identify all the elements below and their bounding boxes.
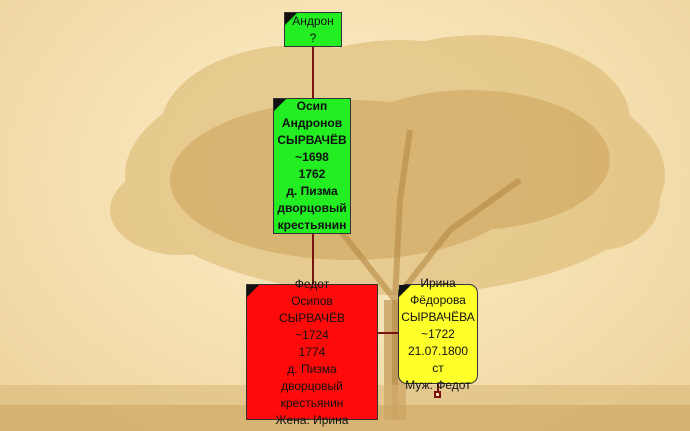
- person-line: Федот: [249, 276, 375, 293]
- card-corner-marker: [399, 285, 411, 297]
- person-line: Муж: Федот: [401, 377, 475, 394]
- card-corner-marker: [285, 13, 297, 25]
- person-line: Фёдорова: [401, 292, 475, 309]
- person-line: ~1722: [401, 326, 475, 343]
- person-line: ~1724: [249, 327, 375, 344]
- person-line: крестьянин: [276, 217, 348, 234]
- person-line: ?: [287, 30, 339, 47]
- person-line: д. Пизма: [276, 183, 348, 200]
- person-line: Ирина: [401, 275, 475, 292]
- person-card-osip[interactable]: Осип Андронов СЫРВАЧЁВ ~1698 1762 д. Пиз…: [273, 98, 351, 234]
- connector-fedot-irina: [378, 332, 400, 334]
- person-card-fedot[interactable]: Федот Осипов СЫРВАЧЁВ ~1724 1774 д. Пизм…: [246, 284, 378, 420]
- person-line: 1774: [249, 344, 375, 361]
- person-card-andron[interactable]: Андрон ?: [284, 12, 342, 47]
- person-line: Жена: Ирина: [249, 412, 375, 429]
- person-line: СЫРВАЧЁВ: [249, 310, 375, 327]
- person-line: 1762: [276, 166, 348, 183]
- person-line: 21.07.1800 ст: [401, 343, 475, 377]
- card-corner-marker: [247, 285, 259, 297]
- person-card-irina[interactable]: Ирина Фёдорова СЫРВАЧЁВА ~1722 21.07.180…: [398, 284, 478, 384]
- person-line: д. Пизма: [249, 361, 375, 378]
- person-line: Андронов: [276, 115, 348, 132]
- person-line: дворцовый: [276, 200, 348, 217]
- person-line: СЫРВАЧЁВА: [401, 309, 475, 326]
- person-line: дворцовый крестьянин: [249, 378, 375, 412]
- person-line: СЫРВАЧЁВ: [276, 132, 348, 149]
- person-line: Осипов: [249, 293, 375, 310]
- card-corner-marker: [274, 99, 286, 111]
- connector-andron-osip: [312, 47, 314, 98]
- person-line: ~1698: [276, 149, 348, 166]
- person-line: Осип: [276, 98, 348, 115]
